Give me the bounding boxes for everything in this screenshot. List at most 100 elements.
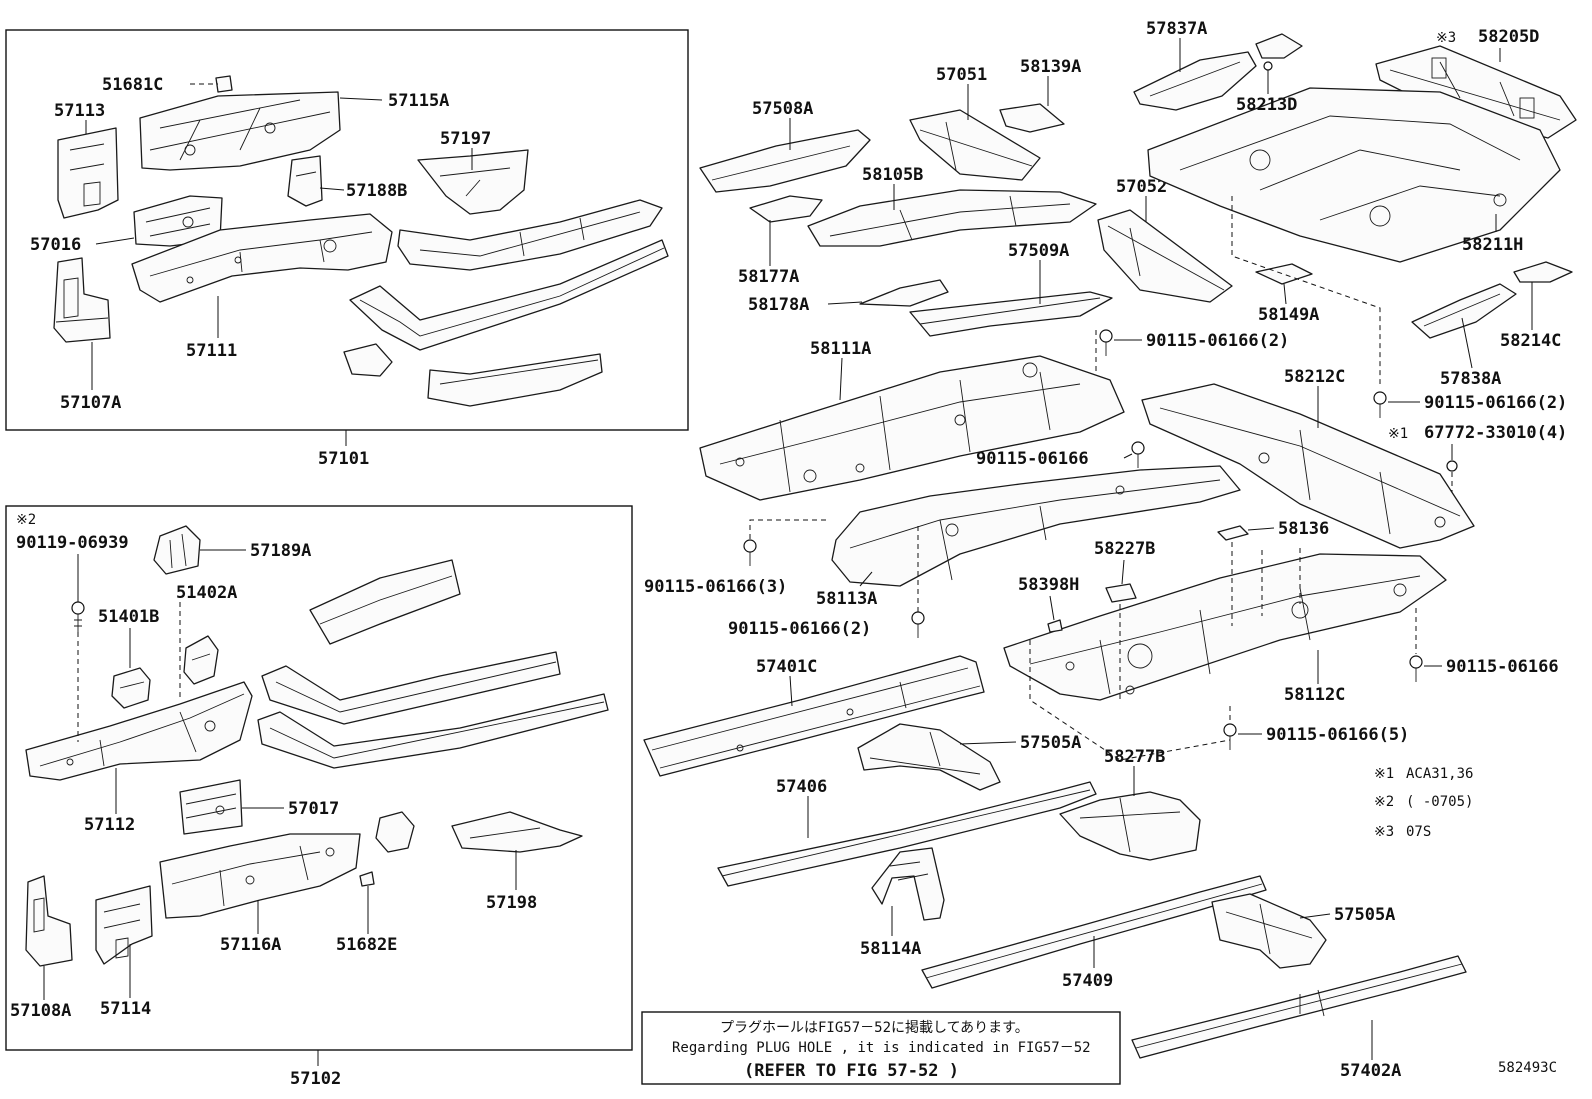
label-58112C: 58112C: [1284, 685, 1345, 705]
part-rocker-lower-shape: [349, 239, 669, 351]
label-58113A: 58113A: [816, 589, 877, 609]
part-58112C-shape: [1003, 553, 1447, 701]
part-58227B-shape: [1105, 583, 1137, 603]
bolt-90115-g-icon: [1223, 723, 1237, 737]
part-57406-shape: [717, 781, 1097, 887]
part-rocker-b-upper-shape: [309, 559, 461, 645]
part-57508A-shape: [699, 129, 871, 193]
part-57188B-shape: [287, 155, 323, 207]
label-57838A: 57838A: [1440, 369, 1501, 389]
part-51682E-shape: [359, 871, 375, 887]
label-57505A-b: 57505A: [1334, 905, 1395, 925]
label-51681C: 51681C: [102, 75, 163, 95]
group-box-bottom: [5, 505, 633, 1051]
label-90115-06166-3: 90115-06166(3): [644, 577, 787, 597]
label-58139A: 58139A: [1020, 57, 1081, 77]
label-58136: 58136: [1278, 519, 1329, 539]
part-57198-shape: [451, 811, 583, 853]
part-58398H-shape: [1047, 619, 1063, 633]
label-58111A: 58111A: [810, 339, 871, 359]
label-90115-06166-a: 90115-06166: [976, 449, 1089, 469]
part-57107A-shape: [53, 257, 111, 343]
part-57051-shape: [909, 109, 1041, 181]
label-57509A: 57509A: [1008, 241, 1069, 261]
legend-1-text: ACA31,36: [1406, 766, 1473, 782]
part-57017-shape: [179, 779, 243, 835]
label-58227B: 58227B: [1094, 539, 1155, 559]
part-57197-shape: [417, 149, 529, 215]
label-57409: 57409: [1062, 971, 1113, 991]
part-57509A-shape: [909, 291, 1113, 337]
part-57402A-shape: [1131, 955, 1467, 1059]
label-58105B: 58105B: [862, 165, 923, 185]
part-58113A-shape: [831, 465, 1241, 587]
label-57115A: 57115A: [388, 91, 449, 111]
part-58114A-shape: [871, 847, 945, 921]
label-57017: 57017: [288, 799, 339, 819]
label-57508A: 57508A: [752, 99, 813, 119]
note-box: [641, 1011, 1121, 1085]
legend-3-text: 07S: [1406, 824, 1431, 840]
bolt-67772-icon: [1446, 460, 1458, 472]
bolt-90115-b-icon: [1373, 391, 1387, 405]
label-57051: 57051: [936, 65, 987, 85]
part-57111-shape: [131, 213, 393, 303]
part-58178A-shape: [859, 279, 949, 307]
part-57115A-shape: [139, 91, 341, 171]
part-51681C-shape: [215, 75, 233, 93]
bolt-90115-a-icon: [1099, 329, 1113, 343]
label-57837A: 57837A: [1146, 19, 1207, 39]
part-58139A-shape: [999, 103, 1065, 133]
part-57505A-b-shape: [1211, 893, 1327, 969]
label-57108A: 57108A: [10, 1001, 71, 1021]
part-bracket-small-shape: [343, 343, 393, 377]
label-58178A: 58178A: [748, 295, 809, 315]
label-51401B: 51401B: [98, 607, 159, 627]
part-57113-shape: [57, 127, 119, 219]
group-label-57101: 57101: [318, 449, 369, 469]
label-58212C: 58212C: [1284, 367, 1345, 387]
part-58214C-shape: [1513, 261, 1573, 283]
mark-2: ※2: [16, 512, 36, 528]
note-line-3: (REFER TO FIG 57-52 ): [744, 1061, 959, 1081]
label-58177A: 58177A: [738, 267, 799, 287]
part-57409-shape: [921, 875, 1267, 989]
part-57114-shape: [95, 885, 153, 965]
part-57112-shape: [25, 681, 253, 781]
label-57114: 57114: [100, 999, 151, 1019]
part-rocker-b-middle-shape: [261, 651, 561, 725]
part-57505A-a-shape: [857, 723, 1001, 791]
part-rocker-upper-shape: [397, 199, 663, 271]
part-57189A-shape: [153, 525, 201, 575]
part-58105B-shape: [807, 189, 1097, 247]
part-sill-rear-shape: [427, 353, 603, 407]
part-58211H-shape: [1147, 87, 1561, 263]
legend-3-mark: ※3: [1374, 824, 1394, 840]
mark-3-top: ※3: [1436, 30, 1456, 46]
part-cowl-side-shape: [375, 811, 415, 853]
label-90115-06166-2c: 90115-06166(2): [728, 619, 871, 639]
label-57112: 57112: [84, 815, 135, 835]
label-57113: 57113: [54, 101, 105, 121]
label-57111: 57111: [186, 341, 237, 361]
mark-1: ※1: [1388, 426, 1408, 442]
bolt-90115-d-icon: [743, 539, 757, 553]
label-58149A: 58149A: [1258, 305, 1319, 325]
label-57116A: 57116A: [220, 935, 281, 955]
label-57197: 57197: [440, 129, 491, 149]
label-57016: 57016: [30, 235, 81, 255]
part-rocker-b-lower-shape: [257, 693, 609, 769]
part-58136-shape: [1217, 525, 1249, 541]
label-58214C: 58214C: [1500, 331, 1561, 351]
label-67772-33010: 67772-33010(4): [1424, 423, 1567, 443]
bolt-58213D-icon: [1263, 61, 1273, 71]
label-57189A: 57189A: [250, 541, 311, 561]
group-box-top: [5, 29, 689, 431]
part-58212C-shape: [1141, 383, 1475, 549]
part-57838A-shape: [1411, 283, 1517, 339]
label-90115-06166-2a: 90115-06166(2): [1146, 331, 1289, 351]
part-51402A-shape: [183, 635, 219, 685]
label-57402A: 57402A: [1340, 1061, 1401, 1081]
part-57837A-shape: [1133, 51, 1257, 111]
label-58211H: 58211H: [1462, 235, 1523, 255]
